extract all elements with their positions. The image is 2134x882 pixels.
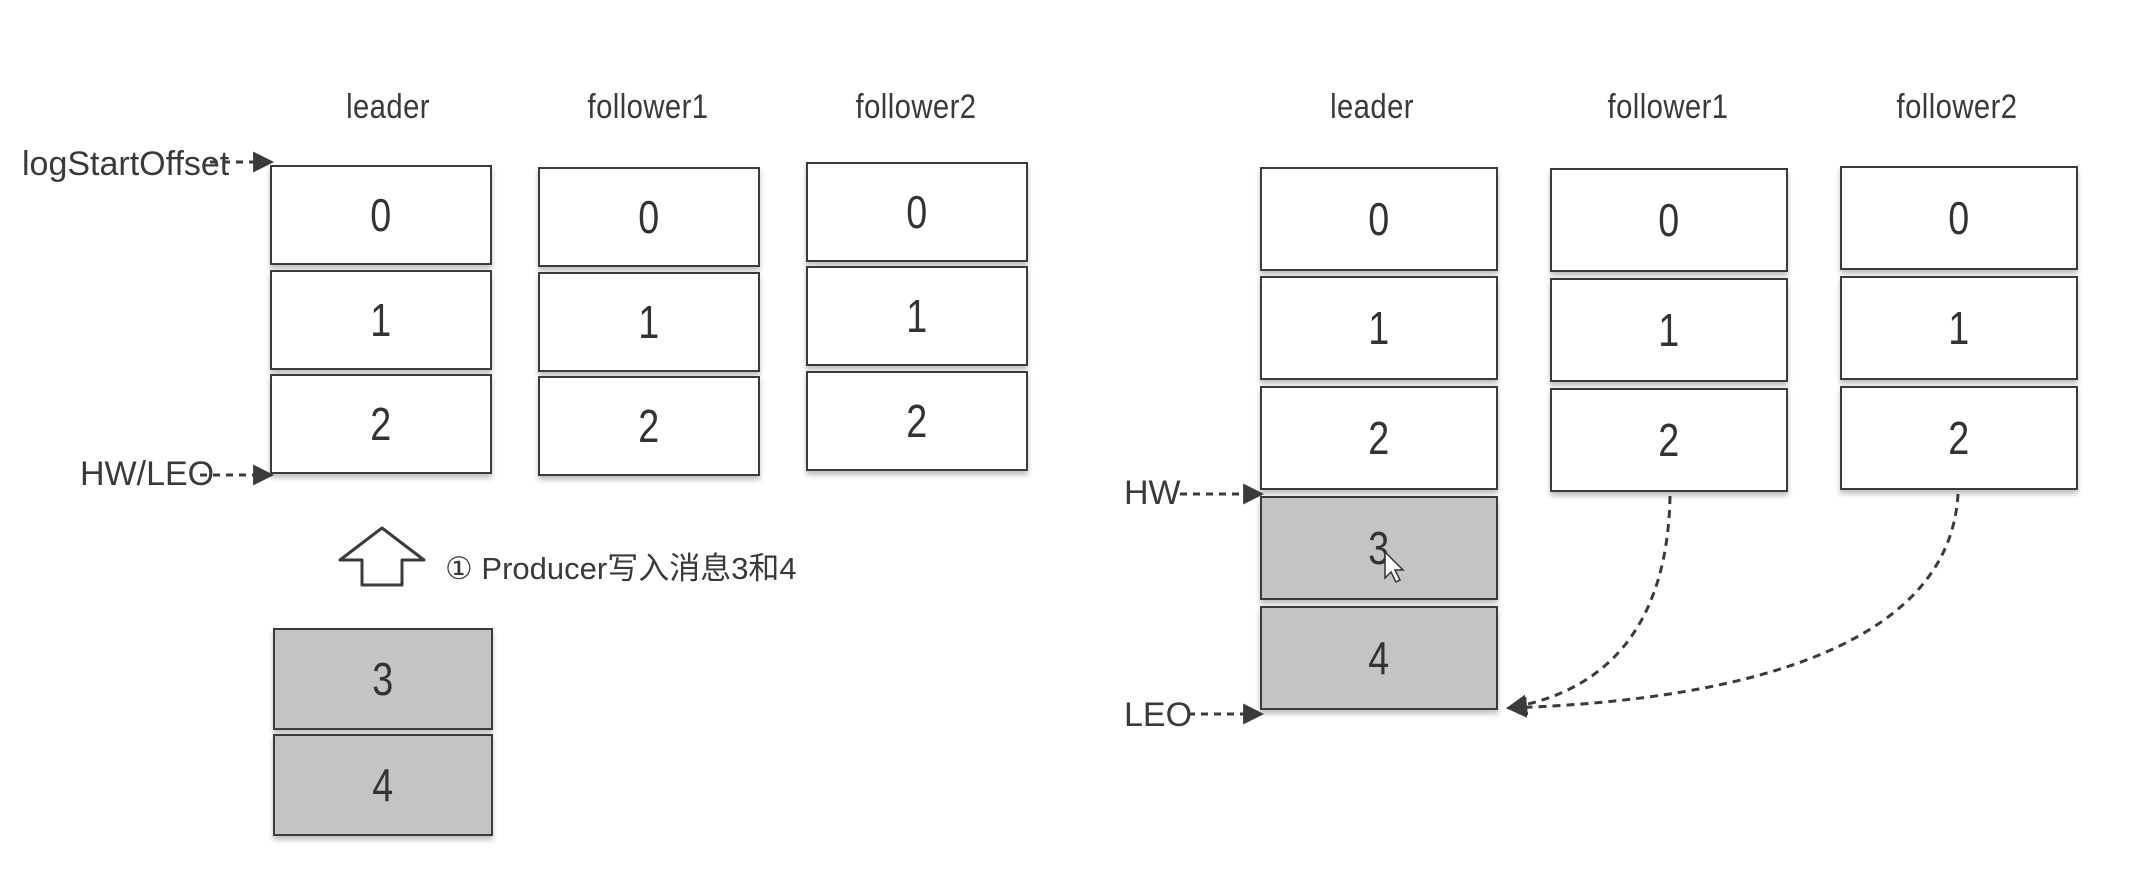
- left-new-message-3: 3: [273, 628, 493, 730]
- left-follower2-offset-2: 2: [806, 371, 1028, 471]
- left-leader-offset-1: 1: [270, 270, 492, 370]
- right-follower2-offset-1: 1: [1840, 276, 2078, 380]
- right-follower1-offset-1: 1: [1550, 278, 1788, 382]
- left-follower1-title: follower1: [587, 88, 709, 126]
- right-leader-offset-4: 4: [1260, 606, 1498, 710]
- right-leader-offset-2: 2: [1260, 386, 1498, 490]
- left-follower2-offset-1: 1: [806, 266, 1028, 366]
- producer-write-note: ① Producer写入消息3和4: [445, 551, 797, 586]
- right-follower1-title: follower1: [1607, 88, 1729, 126]
- left-new-message-4: 4: [273, 734, 493, 836]
- hw-leo-label: HW/LEO: [80, 455, 215, 493]
- follower2-fetch-arrow: [1505, 493, 1960, 718]
- right-follower2-offset-2: 2: [1840, 386, 2078, 490]
- left-follower1-offset-2: 2: [538, 376, 760, 476]
- right-follower1-offset-0: 0: [1550, 168, 1788, 272]
- right-follower1-offset-2: 2: [1550, 388, 1788, 492]
- right-follower2-offset-0: 0: [1840, 166, 2078, 270]
- mouse-cursor-icon: [1384, 550, 1405, 584]
- hw-label: HW: [1124, 474, 1181, 512]
- leo-label: LEO: [1124, 696, 1193, 734]
- left-follower1-offset-1: 1: [538, 272, 760, 372]
- left-follower2-offset-0: 0: [806, 162, 1028, 262]
- right-follower2-title: follower2: [1896, 88, 2018, 126]
- left-follower2-title: follower2: [855, 88, 977, 126]
- right-leader-offset-1: 1: [1260, 276, 1498, 380]
- right-leader-title: leader: [1330, 88, 1414, 126]
- follower1-fetch-arrow: [1505, 495, 1672, 716]
- right-leader-offset-3: 3: [1260, 496, 1498, 600]
- up-arrow-icon: [338, 526, 426, 587]
- left-leader-offset-2: 2: [270, 374, 492, 474]
- left-leader-offset-0: 0: [270, 165, 492, 265]
- left-follower1-offset-0: 0: [538, 167, 760, 267]
- right-leader-offset-0: 0: [1260, 167, 1498, 271]
- left-leader-title: leader: [346, 88, 430, 126]
- log-start-offset-label: logStartOffset: [22, 145, 230, 183]
